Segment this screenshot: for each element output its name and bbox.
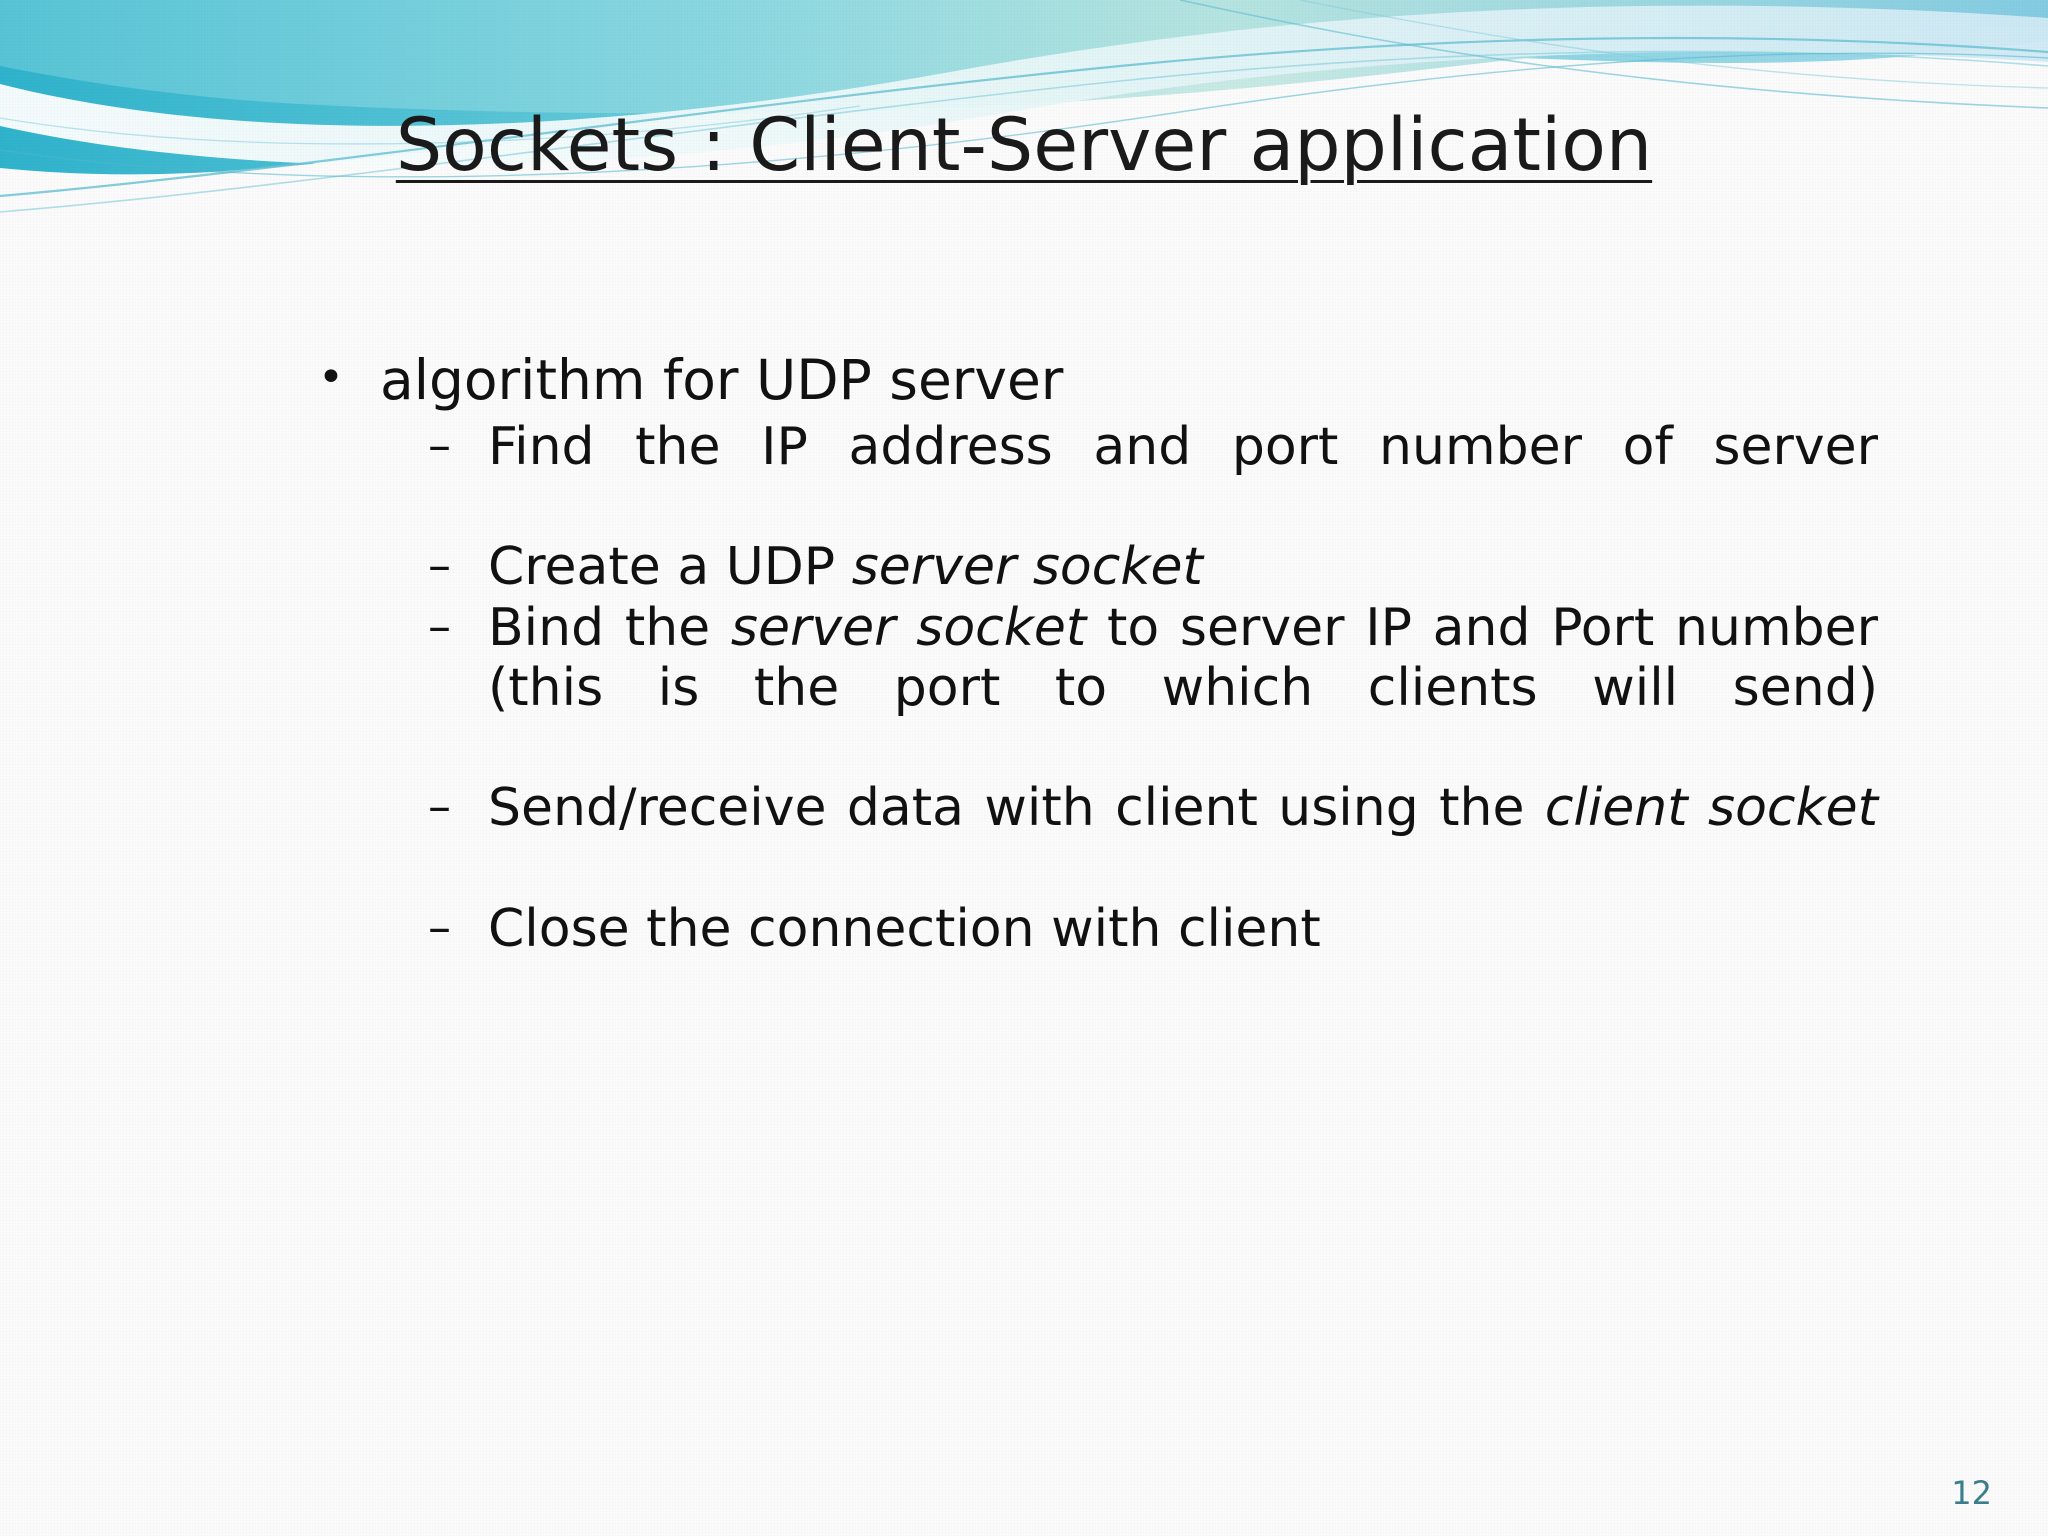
text-part1: Find the IP address and port number of s… [488,416,1878,477]
list-item-level1: • algorithm for UDP server [318,348,1878,412]
text-part1: Send/receive data with client using the [488,778,1545,839]
slide-title-container: Sockets : Client-Server application [0,103,2048,188]
dash-icon: – [428,599,451,654]
list-item-text: Create a UDP server socket [488,537,1878,598]
level1-text: algorithm for UDP server [380,348,1064,412]
list-item-text: Bind the server socket to server IP and … [488,599,1878,777]
list-item-text: Find the IP address and port number of s… [488,416,1878,537]
text-emphasis: server socket [851,537,1203,598]
text-part1: Bind the [488,598,731,659]
bullet-icon: • [318,352,344,403]
page-number: 12 [1951,1474,1992,1512]
dash-icon: – [428,899,451,954]
text-emphasis: client socket [1544,778,1878,839]
header-decoration [0,0,2048,213]
list-item-text: Close the connection with client [488,898,1878,959]
list-item: – Create a UDP server socket [428,537,1878,598]
dash-icon: – [428,779,451,834]
list-item: – Find the IP address and port number of… [428,416,1878,537]
dash-icon: – [428,538,451,593]
text-part1: Create a UDP [488,537,852,598]
list-item-text: Send/receive data with client using the … [488,779,1878,898]
text-part2: to server IP and Port number (this is th… [488,598,1878,718]
slide-body: • algorithm for UDP server – Find the IP… [318,348,1878,961]
list-item: – Bind the server socket to server IP an… [428,599,1878,777]
list-item: – Send/receive data with client using th… [428,779,1878,898]
page-title: Sockets : Client-Server application [395,103,1653,188]
text-part1: Close the connection with client [488,898,1321,959]
list-item: – Close the connection with client [428,898,1878,959]
dash-icon: – [428,417,451,472]
text-emphasis: server socket [730,598,1087,659]
